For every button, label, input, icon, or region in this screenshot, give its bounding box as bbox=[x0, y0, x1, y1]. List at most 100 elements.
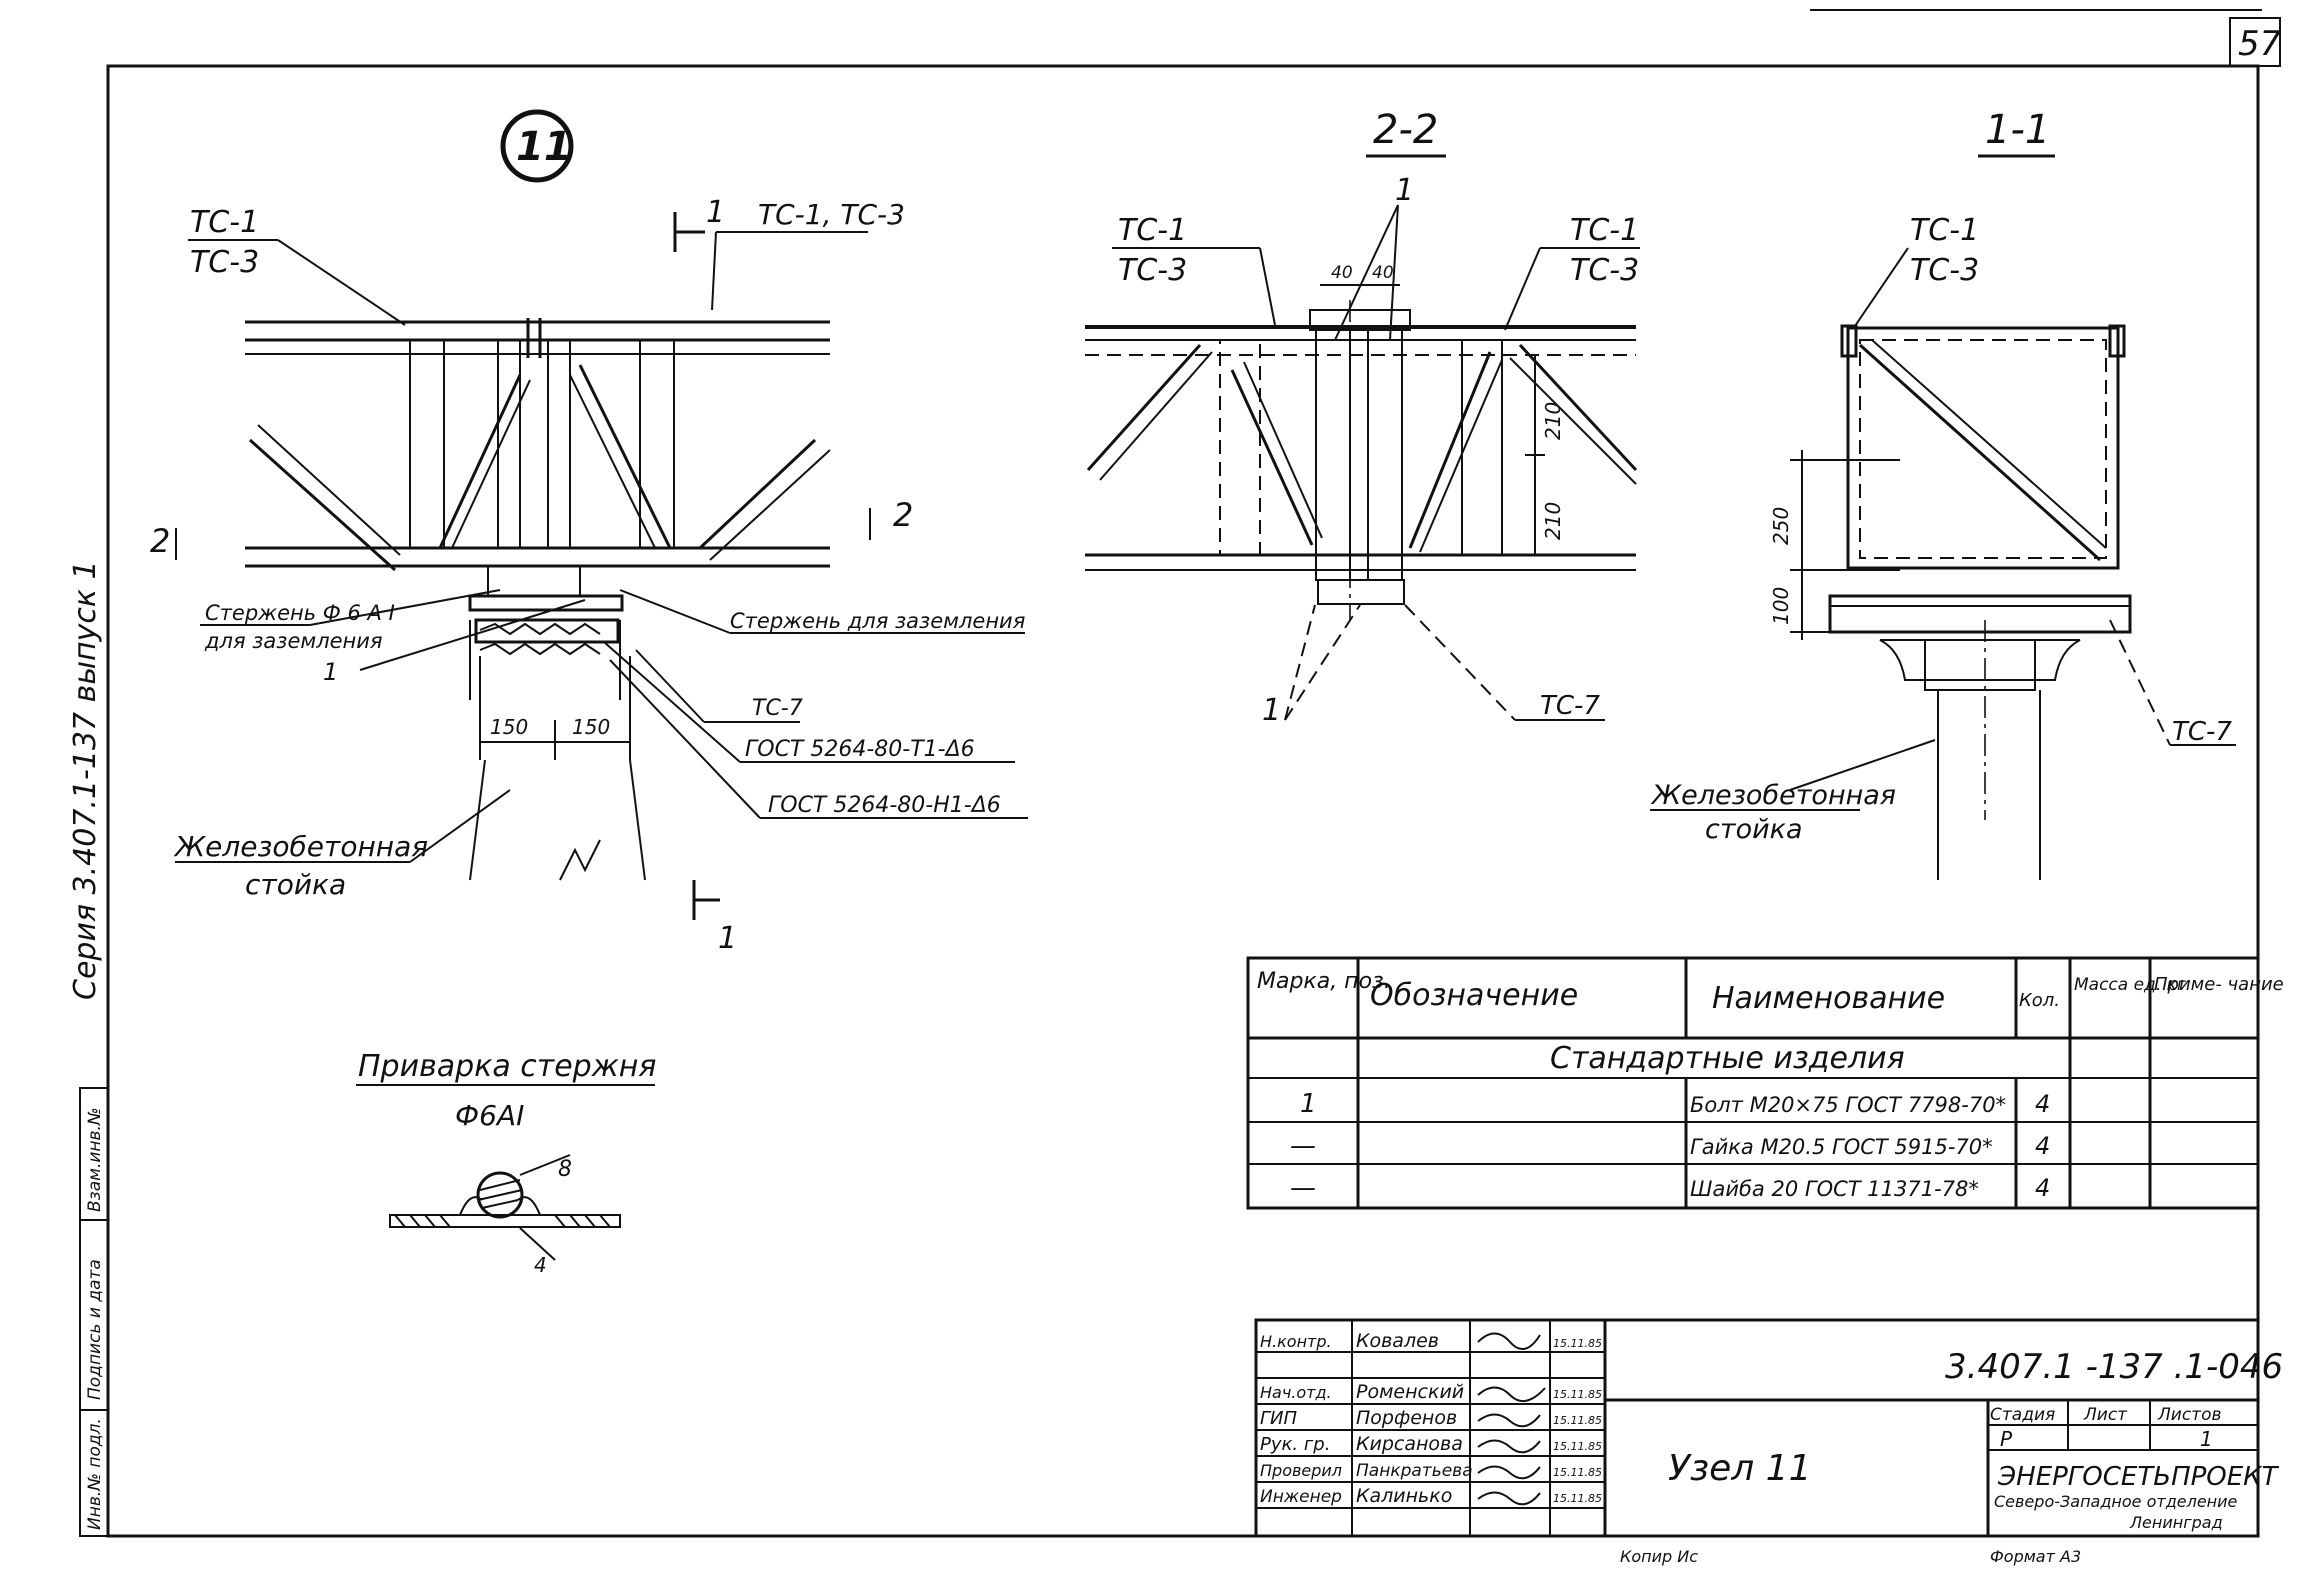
label-column-s11: Железобетонная bbox=[1650, 780, 1896, 811]
table-row: 1 Болт М20×75 ГОСТ 7798-70* 4 bbox=[1300, 1089, 2050, 1119]
row3-qty: 4 bbox=[2035, 1174, 2050, 1202]
signature-5 bbox=[1477, 1465, 1541, 1480]
label-rod-purpose: для заземления bbox=[204, 629, 383, 653]
spec-table: Марка, поз. Обозначение Наименование Кол… bbox=[1246, 956, 2284, 1210]
th-mark: Марка, поз. bbox=[1257, 969, 1391, 994]
node-marker: 11 bbox=[500, 109, 574, 183]
label-tc3-s11: ТС-3 bbox=[1910, 253, 1979, 288]
tb-date-2: 15.11.85 bbox=[1553, 1388, 1602, 1401]
tb-name-6: Калинько bbox=[1356, 1485, 1452, 1507]
signature-1 bbox=[1477, 1332, 1541, 1350]
main-elevation: 150 150 1 1 2 2 ТС-1 ТС-3 ТС-1, ТС-3 Сте… bbox=[150, 195, 1028, 956]
weld-dim-8: 8 bbox=[558, 1157, 572, 1182]
tb-date-5: 15.11.85 bbox=[1553, 1466, 1602, 1479]
row2-qty: 4 bbox=[2035, 1132, 2050, 1160]
series-vertical: Серия 3.407.1-137 выпуск 1 bbox=[68, 560, 103, 1000]
row1-qty: 4 bbox=[2035, 1090, 2050, 1118]
sheet-frame: 57 bbox=[106, 9, 2282, 1538]
tb-role-3: ГИП bbox=[1260, 1408, 1297, 1429]
label-tc3-s22-right: ТС-3 bbox=[1570, 253, 1639, 288]
tb-role-5: Проверил bbox=[1260, 1461, 1342, 1480]
label-tc7-left: ТС-7 bbox=[752, 696, 803, 721]
label-pos1-s22-top: 1 bbox=[1395, 173, 1414, 208]
th-note: Приме- чание bbox=[2154, 974, 2284, 995]
section-1-1: 1-1 250 100 ТС-1 ТС-3 ТС-7 Железобетонна… bbox=[1650, 107, 2236, 880]
tb-name-3: Порфенов bbox=[1356, 1407, 1457, 1429]
side-stamp-inv: Инв.№ подл. bbox=[85, 1418, 105, 1530]
signature-6 bbox=[1477, 1491, 1541, 1506]
section-2-2-title: 2-2 bbox=[1373, 107, 1438, 153]
table-row: — Гайка М20.5 ГОСТ 5915-70* 4 bbox=[1290, 1131, 2050, 1161]
label-rod: Стержень Ф 6 А I bbox=[205, 601, 395, 625]
page-number: 57 bbox=[2238, 24, 2282, 64]
cut1-top: 1 bbox=[706, 195, 725, 230]
table-row: — Шайба 20 ГОСТ 11371-78* 4 bbox=[1290, 1173, 2050, 1203]
side-stamp-swap: Взам.инв.№ bbox=[85, 1107, 105, 1212]
label-column2: стойка bbox=[245, 868, 346, 901]
tb-sheets: 1 bbox=[2200, 1427, 2213, 1451]
weld-dim-4: 4 bbox=[534, 1253, 547, 1277]
dim-100: 100 bbox=[1769, 587, 1793, 625]
dim-40-right: 40 bbox=[1372, 263, 1394, 283]
label-tc7-s22: ТС-7 bbox=[1540, 691, 1600, 721]
label-pos1-left: 1 bbox=[323, 658, 338, 686]
weld-subtitle: Ф6АI bbox=[455, 1099, 524, 1132]
cut1-bottom: 1 bbox=[718, 921, 737, 956]
tb-name-5: Панкратьева bbox=[1356, 1461, 1473, 1481]
title-block: Н.контр. Ковалев 15.11.85 Нач.отд. Ромен… bbox=[1254, 1318, 2283, 1538]
dim-210-lower: 210 bbox=[1541, 502, 1565, 540]
footer-copy: Копир Ис bbox=[1620, 1547, 1698, 1566]
tb-sheet-header: Лист bbox=[2083, 1405, 2128, 1425]
dim-40-left: 40 bbox=[1331, 263, 1353, 283]
tb-org: ЭНЕРГОСЕТЬПРОЕКТ bbox=[1997, 1462, 2280, 1492]
side-stamp-sign: Подпись и дата bbox=[85, 1259, 105, 1400]
tb-date-1: 15.11.85 bbox=[1553, 1337, 1602, 1350]
row1-name: Болт М20×75 ГОСТ 7798-70* bbox=[1690, 1093, 2006, 1117]
label-tc7-s11: ТС-7 bbox=[2172, 717, 2232, 747]
tb-date-3: 15.11.85 bbox=[1553, 1414, 1602, 1427]
label-column2-s11: стойка bbox=[1705, 814, 1803, 845]
footer-format: Формат А3 bbox=[1990, 1547, 2081, 1566]
label-pos1-s22-bottom: 1 bbox=[1262, 693, 1281, 728]
label-tc1-tc3: ТС-1, ТС-3 bbox=[758, 198, 905, 231]
node-number: 11 bbox=[516, 124, 572, 170]
dim-210-upper: 210 bbox=[1541, 402, 1565, 440]
tb-name-2: Роменский bbox=[1356, 1381, 1464, 1403]
weld-detail: Приварка стержня Ф6АI 8 4 bbox=[356, 1049, 656, 1277]
label-column: Железобетонная bbox=[173, 830, 428, 863]
row2-name: Гайка М20.5 ГОСТ 5915-70* bbox=[1690, 1135, 1993, 1159]
row3-name: Шайба 20 ГОСТ 11371-78* bbox=[1690, 1177, 1979, 1201]
side-stamp: Инв.№ подл. Подпись и дата Взам.инв.№ Се… bbox=[68, 560, 109, 1537]
tb-date-6: 15.11.85 bbox=[1553, 1492, 1602, 1505]
tb-stage-header: Стадия bbox=[1990, 1405, 2055, 1425]
weld-title: Приварка стержня bbox=[358, 1049, 656, 1084]
tb-role-4: Рук. гр. bbox=[1260, 1434, 1330, 1455]
table-section-title: Стандартные изделия bbox=[1550, 1041, 1905, 1076]
tb-role-2: Нач.отд. bbox=[1260, 1383, 1332, 1402]
label-tc1-s11: ТС-1 bbox=[1910, 213, 1979, 248]
label-tc3-s22-left: ТС-3 bbox=[1118, 253, 1187, 288]
th-name: Наименование bbox=[1712, 981, 1945, 1016]
cut2-right: 2 bbox=[893, 496, 913, 534]
dim-150-right: 150 bbox=[572, 715, 610, 739]
label-tc1-s22-right: ТС-1 bbox=[1570, 213, 1639, 248]
drawing-title: Узел 11 bbox=[1668, 1448, 1812, 1489]
label-tc1-left: ТС-1 bbox=[190, 205, 259, 240]
tb-role-6: Инженер bbox=[1260, 1487, 1342, 1507]
tb-name-1: Ковалев bbox=[1356, 1330, 1439, 1352]
drawing-code: 3.407.1 -137 .1-046 bbox=[1945, 1347, 2283, 1387]
row1-mark: 1 bbox=[1300, 1089, 1317, 1119]
row3-mark: — bbox=[1290, 1173, 1316, 1203]
th-qty: Кол. bbox=[2019, 990, 2060, 1011]
label-tc3-left: ТС-3 bbox=[190, 245, 259, 280]
label-rod-ground: Стержень для заземления bbox=[730, 609, 1025, 633]
signature-4 bbox=[1477, 1439, 1541, 1454]
dim-250: 250 bbox=[1769, 507, 1793, 545]
tb-stage: Р bbox=[2000, 1427, 2013, 1451]
tb-role-1: Н.контр. bbox=[1260, 1332, 1332, 1351]
th-mass: Масса ед. кг bbox=[2074, 975, 2186, 995]
label-tc1-s22-left: ТС-1 bbox=[1118, 213, 1187, 248]
label-gost2: ГОСТ 5264-80-Н1-Δ6 bbox=[768, 793, 1001, 818]
tb-sheets-header: Листов bbox=[2157, 1405, 2222, 1425]
